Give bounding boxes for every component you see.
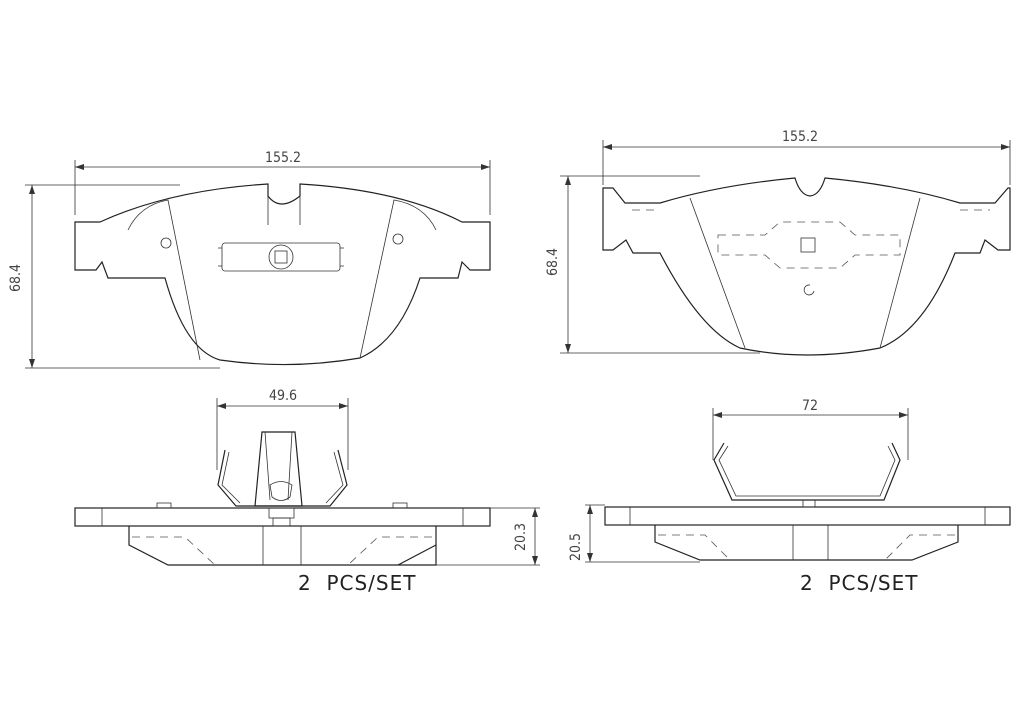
front-quantity-label: 2 PCS/SET bbox=[298, 571, 416, 595]
front-thickness-label: 20.3 bbox=[513, 523, 529, 551]
rear-thickness-label: 20.5 bbox=[568, 533, 584, 561]
front-height-dimension: 68.4 bbox=[8, 184, 220, 369]
rear-thickness-dimension: 20.5 bbox=[568, 504, 700, 563]
front-pad-face-view bbox=[74, 183, 491, 366]
front-height-label: 68.4 bbox=[8, 264, 24, 292]
front-clip-dimension: 49.6 bbox=[216, 388, 349, 470]
rear-height-dimension: 68.4 bbox=[545, 175, 760, 354]
front-width-dimension: 155.2 bbox=[74, 150, 491, 215]
front-width-label: 155.2 bbox=[265, 150, 301, 166]
rear-pad-side-view bbox=[604, 442, 1011, 561]
rear-clip-width-label: 72 bbox=[802, 398, 818, 414]
rear-pad-face-view bbox=[602, 177, 1011, 356]
rear-width-dimension: 155.2 bbox=[602, 129, 1011, 185]
rear-quantity-label: 2 PCS/SET bbox=[800, 571, 918, 595]
front-pad-side-view bbox=[74, 431, 491, 566]
front-thickness-dimension: 20.3 bbox=[436, 507, 540, 566]
rear-clip-dimension: 72 bbox=[712, 398, 909, 460]
rear-height-label: 68.4 bbox=[545, 248, 561, 276]
front-clip-width-label: 49.6 bbox=[269, 388, 297, 404]
rear-width-label: 155.2 bbox=[782, 129, 818, 145]
